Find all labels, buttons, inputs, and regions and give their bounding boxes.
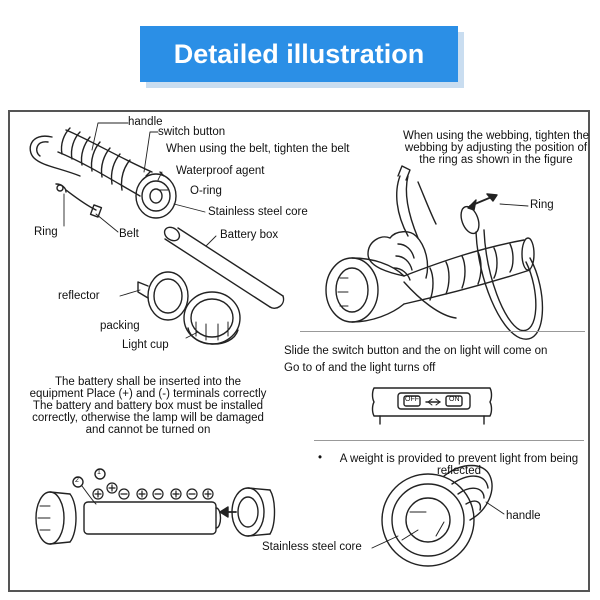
label-ring: Ring	[34, 226, 58, 238]
page-title: Detailed illustration	[140, 26, 458, 82]
illustration-frame	[8, 110, 590, 592]
switch-on-label: ON	[449, 396, 460, 403]
divider-right-low	[314, 440, 584, 441]
switch-drawing	[371, 387, 493, 425]
battery-step-1: 1	[97, 469, 101, 476]
divider-right-mid	[300, 331, 585, 332]
label-light-cup: Light cup	[122, 339, 169, 351]
flashlight-handle-drawing	[29, 127, 177, 219]
weight-instructions: A weight is provided to prevent light fr…	[339, 453, 579, 477]
battery-box-drawing	[163, 226, 285, 309]
battery-step-2: 2	[75, 477, 79, 484]
label-battery-box: Battery box	[220, 229, 279, 241]
label-reflector: reflector	[58, 290, 100, 302]
webbing-ring-label: Ring	[530, 199, 554, 211]
switch-off-label: OFF	[405, 396, 419, 403]
switch-on-text: Slide the switch button and the on light…	[284, 345, 548, 357]
light-cup-drawing	[183, 291, 241, 345]
weight-drawing	[371, 464, 505, 567]
webbing-instructions: When using the webbing, tighten the webb…	[402, 130, 590, 166]
label-belt: Belt	[119, 228, 139, 240]
webbing-drawing	[325, 165, 544, 340]
label-stainless-core: Stainless steel core	[208, 206, 308, 218]
part-leader-lines	[63, 122, 206, 233]
label-waterproof-agent: Waterproof agent	[176, 165, 265, 177]
weight-handle-label: handle	[506, 510, 541, 522]
battery-insertion-drawing	[35, 468, 276, 545]
label-handle: handle	[128, 116, 163, 128]
battery-instructions: The battery shall be inserted into the e…	[29, 376, 267, 436]
weight-core-label: Stainless steel core	[262, 541, 362, 553]
switch-off-text: Go to of and the light turns off	[284, 362, 436, 374]
reflector-drawing	[119, 271, 189, 321]
label-packing: packing	[100, 320, 140, 332]
weight-bullet: •	[318, 452, 323, 464]
label-switch-button: switch button	[158, 126, 226, 138]
label-o-ring: O-ring	[190, 185, 222, 197]
label-belt-note: When using the belt, tighten the belt	[166, 143, 350, 155]
